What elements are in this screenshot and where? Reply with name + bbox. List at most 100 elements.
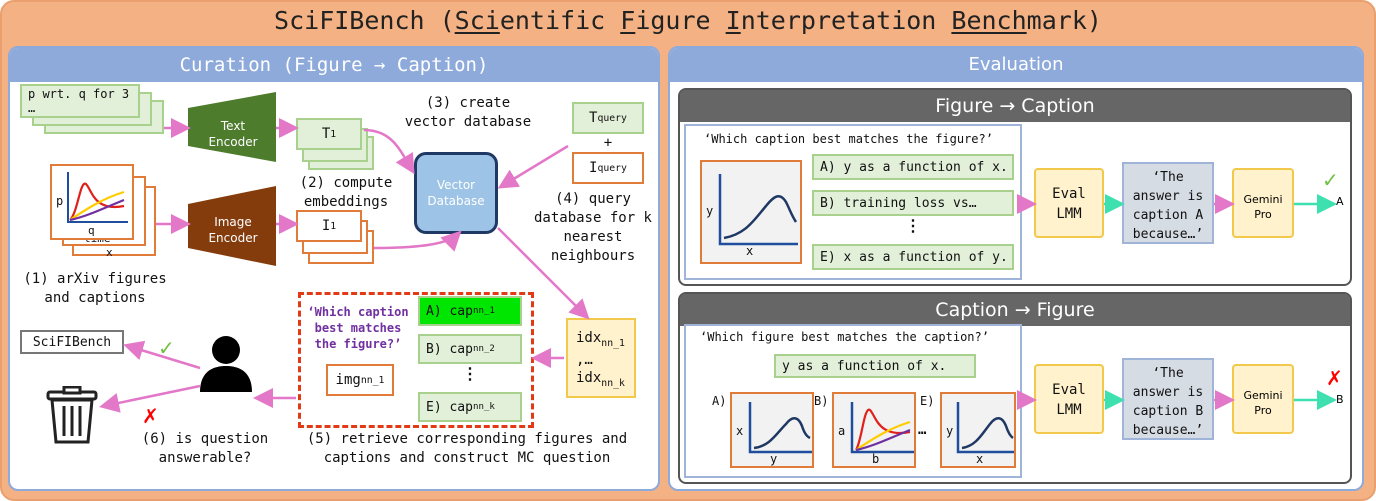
arxiv-figure: p q <box>50 164 134 240</box>
text-query-sub: query <box>597 112 627 124</box>
index-ellipsis: ,… <box>576 352 593 368</box>
c2f-fig-e-plot <box>956 402 1014 454</box>
f2c-option-a: A) y as a function of x. <box>812 154 1014 180</box>
nearest-indices: idxnn_1 ,… idxnn_k <box>566 318 636 398</box>
c2f-figure-e: y x <box>940 392 1016 468</box>
arrow-t1-to-db <box>363 128 415 175</box>
step-2-label: (2) compute embeddings <box>299 175 393 210</box>
c2f-label-e: E) <box>920 394 935 408</box>
title-part: entific <box>499 6 621 35</box>
query-plus: + <box>603 135 613 151</box>
c2f-fig-a-plot <box>748 402 812 454</box>
f2c-option-b: B) training loss vs… <box>812 190 1014 216</box>
step-4-label: (4) query database for k nearest neighbo… <box>533 191 652 264</box>
f2c-option-dots: ⋮ <box>905 216 921 235</box>
c2f-fig-b-plot <box>850 402 914 454</box>
scifibench-box: SciFIBench <box>20 330 124 354</box>
title-part: SciFIBench ( <box>274 6 455 35</box>
image-encoder-shape <box>188 186 276 266</box>
f2c-correct-check: ✓ <box>1322 168 1339 192</box>
mc-option-e-label: E) cap <box>426 399 473 415</box>
arxiv-figure-plot <box>67 172 128 223</box>
title-part: mark) <box>1026 6 1102 35</box>
answerable-check: ✓ <box>158 336 175 360</box>
mc-question-text: ‘Which caption best matches the figure?’ <box>307 305 409 351</box>
step-6-label: (6) is question answerable? <box>141 431 269 466</box>
mc-option-b-label: B) cap <box>426 341 473 357</box>
mc-option-dots: ⋮ <box>462 364 478 383</box>
c2f-fig-b-axis-x: b <box>872 452 880 466</box>
image-query-label: I <box>589 160 598 176</box>
f2c-plot <box>718 174 798 246</box>
figure-label-x: x <box>106 246 113 259</box>
c2f-judge: Gemini Pro <box>1232 364 1294 434</box>
title-part: F <box>620 6 636 35</box>
figure-to-caption-header: Figure → Caption <box>680 90 1350 122</box>
mc-option-e-sub: nn_k <box>472 402 495 412</box>
index-first-sub: nn_1 <box>601 337 625 349</box>
c2f-question: ‘Which figure best matches the caption?’ <box>700 330 989 344</box>
c2f-figure-a: x y <box>730 392 814 468</box>
arrow-i1-to-db <box>373 230 462 252</box>
title-part: Sci <box>454 6 500 35</box>
mc-option-a-sub: nn_1 <box>472 306 495 316</box>
figure-axis-x: q <box>88 224 95 237</box>
text-encoder: Text Encoder <box>208 119 258 149</box>
index-last: idx <box>576 370 602 386</box>
index-first: idx <box>576 330 602 346</box>
unanswerable-cross: ✗ <box>142 404 159 428</box>
c2f-incorrect-cross: ✗ <box>1326 366 1343 390</box>
text-encoder-shape <box>188 92 276 162</box>
c2f-fig-b-axis-y: a <box>838 424 846 438</box>
text-query-label: T <box>589 110 598 126</box>
image-query-sub: query <box>597 162 627 174</box>
f2c-result: A <box>1336 195 1344 208</box>
title-part: Bench <box>951 6 1027 35</box>
c2f-fig-e-axis-y: y <box>946 424 954 438</box>
arrow-person-to-benchmark <box>123 340 201 370</box>
step-3-label: (3) create vector database <box>404 95 532 130</box>
title-part: I <box>725 6 741 35</box>
c2f-fig-a-axis-y: x <box>736 424 744 438</box>
c2f-answer: ‘The answer is caption B because…’ <box>1122 358 1214 440</box>
c2f-label-a: A) <box>712 394 727 408</box>
vector-database-label: Vector Database <box>427 178 485 208</box>
f2c-question: ‘Which caption best matches the figure?’ <box>704 132 993 146</box>
c2f-label-b: B) <box>814 394 829 408</box>
f2c-axis-y: y <box>706 204 714 218</box>
text-embedding-label: T <box>321 126 331 142</box>
annotator-icon <box>200 336 252 392</box>
arrow-query-to-db <box>497 144 569 189</box>
title-part: igure <box>635 6 726 35</box>
trash-icon <box>46 386 98 444</box>
c2f-fig-e-axis-x: x <box>976 452 984 466</box>
image-embedding-label: I <box>321 218 331 234</box>
image-encoder: Image Encoder <box>208 215 258 245</box>
arrow-db-to-indices <box>497 227 590 320</box>
f2c-axis-x: x <box>746 244 754 258</box>
c2f-ellipsis: … <box>918 422 927 438</box>
f2c-judge: Gemini Pro <box>1232 168 1294 238</box>
c2f-figure-b: a b <box>832 392 916 468</box>
c2f-caption: y as a function of x. <box>774 354 976 378</box>
text-embedding-sub: 1 <box>330 128 337 140</box>
title-part: nterpretation <box>740 6 952 35</box>
f2c-figure: y x <box>700 160 802 264</box>
c2f-fig-a-axis-x: y <box>770 452 778 466</box>
arrow-person-to-trash <box>99 384 201 413</box>
f2c-answer: ‘The answer is caption A because…’ <box>1122 162 1214 244</box>
image-embedding-sub: 1 <box>330 220 337 232</box>
figure-axis-y: p <box>56 194 64 208</box>
candidate-image-label: img <box>335 372 361 388</box>
caption-snippet: p wrt. q for 3 … <box>20 84 140 118</box>
index-last-sub: nn_k <box>601 377 625 389</box>
evaluation-header: Evaluation <box>670 48 1362 82</box>
